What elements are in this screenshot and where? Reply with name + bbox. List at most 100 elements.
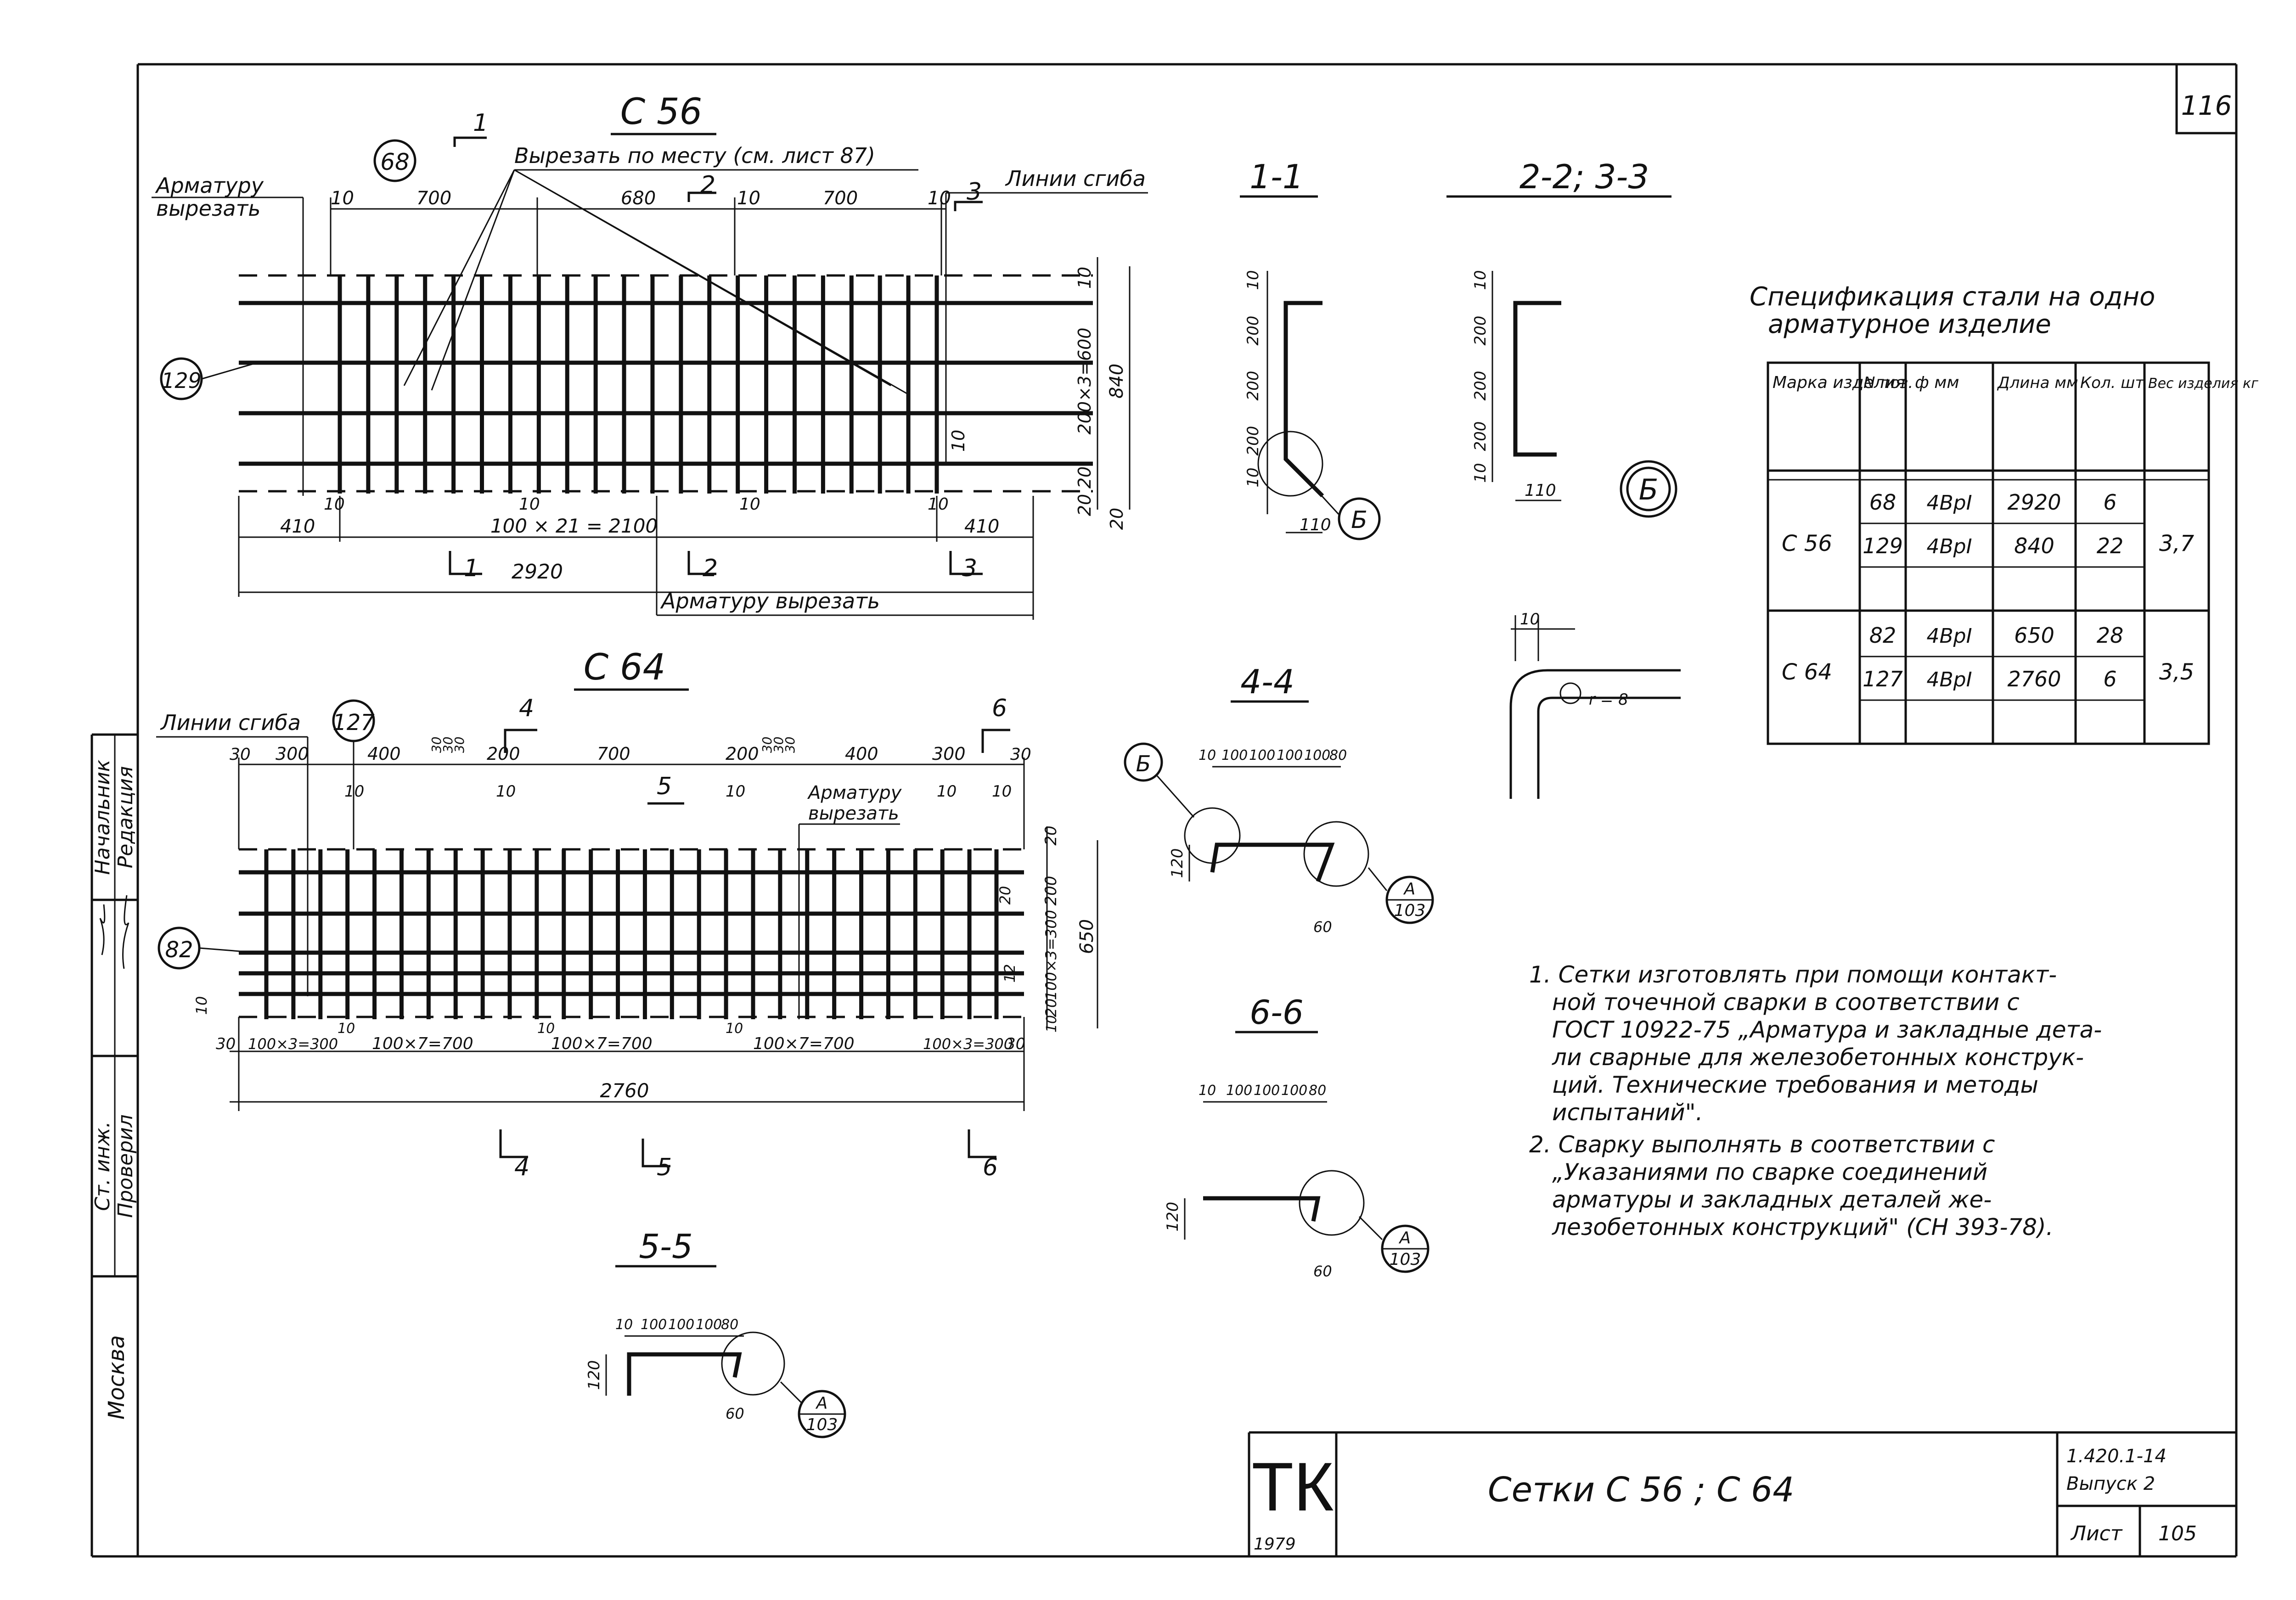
c64-dim-bottom-7: 100×7=700 xyxy=(753,1034,855,1053)
spec-row-1-qty-0: 28 xyxy=(2097,623,2124,648)
detail-b-dim: 10 xyxy=(1520,610,1540,629)
section-4-4: 4-4 Б А 103 10 100 100 100 100 80 120 60 xyxy=(1124,662,1434,936)
c64-dim-top-1: 300 xyxy=(276,744,309,764)
c64-dim-top-0: 30 xyxy=(230,745,251,764)
c56-dim-top-4: 700 xyxy=(823,188,858,209)
section-5-5-ref-bottom: 103 xyxy=(806,1415,838,1434)
c64-sec-6-top: 6 xyxy=(992,695,1007,722)
section-6-6-dim-2: 100 xyxy=(1254,1083,1280,1099)
c64-dim-bottom-2: 10 xyxy=(338,1021,355,1037)
section-6-6-dim-5: 120 xyxy=(1164,1202,1182,1232)
spec-header-weight: Вес изделия кг xyxy=(2148,376,2258,392)
c56-dim-top-3: 10 xyxy=(737,188,760,209)
section-2-2-dim-0: 10 xyxy=(1471,270,1490,290)
section-6-6-dim-4: 80 xyxy=(1309,1083,1326,1099)
c56-dim-bottom-4: 10 xyxy=(739,495,760,514)
c64-dim-top-8: 200 xyxy=(726,744,759,764)
spec-row-1-len-0: 650 xyxy=(2014,623,2054,648)
spec-row-0-pos-0: 68 xyxy=(1869,490,1896,515)
c56-dim-top-0: 10 xyxy=(331,188,354,209)
mesh-c56: С 56 68 129 Вырезать по месту (см. лист … xyxy=(152,91,1148,620)
note-line-9: лезобетонных конструкций" (СН 393-78). xyxy=(1552,1214,2054,1241)
section-4-4-dim-6: 120 xyxy=(1168,848,1187,878)
notes: 1. Сетки изготовлять при помощи контакт-… xyxy=(1529,961,2102,1241)
section-5-5-dim-3: 100 xyxy=(696,1317,722,1333)
mesh-c64: С 64 127 82 Линии сгиба Арматуру вырезат… xyxy=(156,647,1098,1181)
spec-header-pos: N поз. xyxy=(1863,374,1913,392)
section-4-4-title: 4-4 xyxy=(1240,662,1294,701)
c64-pos-main-marker xyxy=(332,699,375,742)
section-4-4-dim-0: 10 xyxy=(1199,747,1216,764)
c64-pos-main: 127 xyxy=(332,710,375,735)
section-6-6-dim-3: 100 xyxy=(1281,1083,1307,1099)
c64-dim-top-17: 10 xyxy=(726,782,745,801)
c64-dim-right-3: 100×3=300 xyxy=(1042,910,1060,1000)
c64-pos-cross: 82 xyxy=(165,937,193,963)
title-name: Сетки С 56 ; С 64 xyxy=(1488,1470,1794,1510)
section-6-6: 6-6 А 103 10 100 100 100 80 120 60 xyxy=(1164,993,1429,1280)
section-5-5-dim-6: 60 xyxy=(726,1405,744,1422)
stamp-chief: Начальник xyxy=(91,759,114,875)
section-4-4-dim-5: 80 xyxy=(1329,747,1347,764)
note-line-1: ной точечной сварки в соответствии с xyxy=(1552,989,2020,1016)
c56-sec-1-bottom: 1 xyxy=(464,555,479,582)
c64-dim-bottom-9: 30 xyxy=(1006,1035,1025,1053)
c56-cut-label-2: вырезать xyxy=(156,196,260,221)
spec-row-0-mark: С 56 xyxy=(1782,531,1832,556)
spec-row-0-len-1: 840 xyxy=(2014,533,2054,558)
spec-row-0-pos-1: 129 xyxy=(1863,533,1903,558)
c64-dim-right-0: 20 xyxy=(1042,825,1060,845)
sheet-number: 116 xyxy=(2181,90,2232,121)
section-2-2-title: 2-2; 3-3 xyxy=(1519,157,1649,196)
sheet-frame: 116 xyxy=(92,63,2238,1558)
c64-dim-bottom-0: 30 xyxy=(216,1035,236,1053)
c64-dim-bottom-3: 100×7=700 xyxy=(372,1034,473,1053)
detail-b: Б 10 r = 8 xyxy=(1509,460,1681,799)
c56-dim-right-6: 20 xyxy=(1107,508,1127,530)
c56-dim-bottom-2: 10 xyxy=(519,495,540,514)
stamp-checked: Проверил xyxy=(114,1114,137,1218)
spec-row-0-dia-1: 4ВрI xyxy=(1926,535,1972,558)
c64-dim-top-6: 200 xyxy=(487,744,520,764)
c64-dim-right-5: 650 xyxy=(1076,919,1097,954)
c56-dim-top-5: 10 xyxy=(928,188,951,209)
section-1-1-dim-4: 10 xyxy=(1244,467,1262,487)
spec-row-0-len-0: 2920 xyxy=(2007,490,2061,515)
c64-top-dims: 30 300 400 30 30 30 200 700 200 30 30 30… xyxy=(230,736,1031,801)
c56-pos-main-marker xyxy=(373,139,416,182)
section-2-2-dim-1: 200 xyxy=(1471,316,1490,346)
c56-title: С 56 xyxy=(620,91,703,133)
c56-dim-bottom-6: 410 xyxy=(964,516,999,537)
c56-dim-top-2: 680 xyxy=(621,188,656,209)
title-sheet-no: 105 xyxy=(2158,1522,2197,1545)
c56-dim-bottom-1: 10 xyxy=(324,495,345,514)
c56-pos-cross-marker xyxy=(160,357,203,400)
note-line-5: испытаний". xyxy=(1552,1099,1703,1126)
spec-row-1-mark: С 64 xyxy=(1782,659,1832,685)
c56-pos-cross: 129 xyxy=(161,368,202,393)
c56-dim-right-4: 10 xyxy=(948,430,968,452)
title-logo: ТК xyxy=(1251,1448,1334,1525)
c64-sec-6-bottom: 6 xyxy=(983,1154,998,1181)
stamp-engineer: Ст. инж. xyxy=(91,1121,114,1211)
c64-pos-cross-marker xyxy=(158,926,201,970)
c64-sec-5-top: 5 xyxy=(657,773,672,800)
section-4-4-ref-top: А xyxy=(1403,880,1416,898)
c56-sec-2-top: 2 xyxy=(700,171,715,199)
c56-bend-lines: Линии сгиба xyxy=(1005,166,1146,191)
c64-dim-top-18: 10 xyxy=(937,782,957,801)
c56-dim-bottom-0: 410 xyxy=(280,516,315,537)
detail-b-radius: r = 8 xyxy=(1589,691,1628,709)
c64-dim-bottom-10: 2760 xyxy=(600,1079,649,1102)
spec-row-1-dia-0: 4ВрI xyxy=(1926,624,1972,648)
c64-cut-label-2: вырезать xyxy=(808,803,899,824)
c56-pos-main: 68 xyxy=(380,149,410,175)
section-6-6-ref-top: А xyxy=(1399,1229,1411,1247)
spec-header-qty: Кол. шт xyxy=(2080,374,2144,392)
section-4-4-ref-bottom: 103 xyxy=(1394,901,1426,920)
c64-dim-right-2: 20 xyxy=(996,886,1014,905)
c64-dim-right-1: 200 xyxy=(1042,876,1060,906)
detail-b-marker-inner xyxy=(1626,466,1671,511)
spec-row-0-qty-1: 22 xyxy=(2097,533,2124,558)
note-line-6: 2. Сварку выполнять в соответствии с xyxy=(1529,1131,1995,1158)
